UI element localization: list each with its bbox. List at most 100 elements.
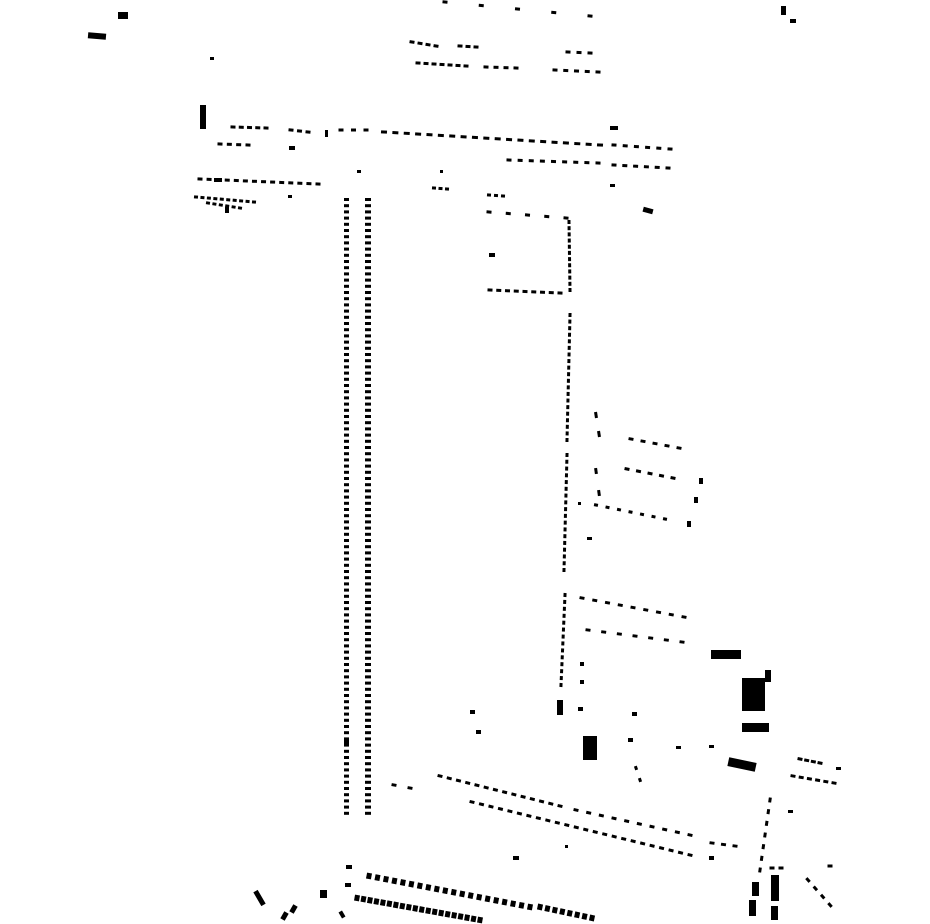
building-footprint	[457, 913, 464, 920]
building-footprint	[365, 514, 371, 518]
building-footprint	[636, 821, 643, 826]
building-footprint	[365, 489, 371, 493]
building-footprint	[354, 894, 360, 902]
building-footprint	[563, 599, 567, 604]
building-footprint	[632, 712, 637, 716]
building-footprint	[562, 613, 566, 618]
building-footprint	[344, 222, 349, 226]
building-footprint	[344, 452, 349, 456]
building-footprint	[771, 906, 778, 920]
building-footprint	[344, 247, 349, 251]
building-footprint	[344, 229, 349, 232]
building-footprint	[647, 636, 654, 640]
building-footprint	[365, 495, 371, 499]
building-footprint	[628, 510, 633, 514]
building-footprint	[563, 513, 567, 518]
building-footprint	[344, 291, 349, 294]
building-footprint	[544, 214, 550, 219]
building-footprint	[344, 526, 349, 530]
building-footprint	[365, 762, 371, 766]
building-footprint	[255, 126, 261, 130]
building-footprint	[573, 69, 580, 73]
building-footprint	[344, 458, 349, 462]
building-footprint	[365, 309, 371, 313]
building-footprint	[469, 799, 475, 805]
building-footprint	[365, 582, 371, 586]
building-footprint	[585, 142, 592, 146]
building-footprint	[344, 322, 349, 325]
building-footprint	[437, 133, 444, 138]
building-footprint	[344, 483, 349, 487]
building-footprint	[365, 446, 371, 449]
building-footprint	[365, 266, 371, 270]
building-footprint	[771, 875, 779, 901]
building-footprint	[639, 512, 645, 517]
building-footprint	[505, 211, 511, 216]
building-footprint	[711, 650, 741, 659]
building-footprint	[344, 272, 349, 276]
building-footprint	[365, 563, 371, 567]
building-footprint	[344, 799, 349, 803]
building-footprint	[528, 159, 534, 163]
building-footprint	[628, 738, 633, 742]
building-footprint	[344, 706, 349, 710]
building-footprint	[288, 195, 292, 198]
building-footprint	[344, 619, 349, 623]
building-footprint	[649, 824, 655, 829]
building-footprint	[562, 606, 566, 611]
building-footprint	[565, 459, 569, 464]
building-footprint	[433, 885, 440, 893]
building-footprint	[817, 761, 823, 765]
building-footprint	[246, 125, 253, 130]
building-footprint	[464, 780, 471, 785]
building-footprint	[365, 551, 371, 555]
building-footprint	[574, 911, 581, 919]
building-footprint	[415, 132, 422, 136]
building-footprint	[344, 210, 349, 214]
building-footprint	[559, 676, 563, 681]
building-footprint	[365, 872, 373, 880]
building-footprint	[548, 291, 554, 295]
building-footprint	[476, 893, 483, 901]
building-footprint	[365, 272, 371, 276]
building-footprint	[585, 628, 591, 632]
building-footprint	[727, 757, 757, 772]
building-footprint	[676, 446, 682, 450]
building-footprint	[365, 532, 371, 536]
building-footprint	[320, 890, 327, 898]
building-footprint	[365, 731, 371, 735]
building-footprint	[365, 632, 371, 635]
building-footprint	[344, 588, 349, 592]
building-footprint	[87, 32, 107, 40]
building-footprint	[344, 811, 349, 815]
building-footprint	[676, 746, 681, 749]
building-footprint	[528, 139, 535, 143]
building-footprint	[568, 287, 572, 293]
building-footprint	[506, 158, 512, 162]
building-footprint	[365, 805, 371, 809]
building-footprint	[233, 178, 239, 183]
building-footprint	[365, 706, 371, 710]
building-footprint	[431, 908, 438, 916]
building-footprint	[344, 675, 349, 679]
building-footprint	[483, 65, 489, 69]
building-footprint	[344, 260, 349, 263]
building-footprint	[758, 867, 762, 873]
building-footprint	[412, 905, 419, 912]
building-footprint	[596, 143, 604, 147]
building-footprint	[365, 718, 371, 722]
building-footprint	[344, 421, 349, 425]
building-footprint	[289, 146, 295, 150]
building-footprint	[644, 145, 651, 150]
building-footprint	[617, 603, 623, 608]
building-footprint	[677, 850, 684, 855]
building-footprint	[510, 900, 517, 908]
building-footprint	[425, 884, 432, 891]
building-footprint	[513, 856, 519, 860]
building-footprint	[593, 503, 599, 507]
building-footprint	[566, 378, 570, 383]
building-footprint	[365, 601, 371, 604]
building-footprint	[365, 198, 371, 201]
building-footprint	[640, 439, 646, 444]
building-footprint	[439, 62, 445, 67]
